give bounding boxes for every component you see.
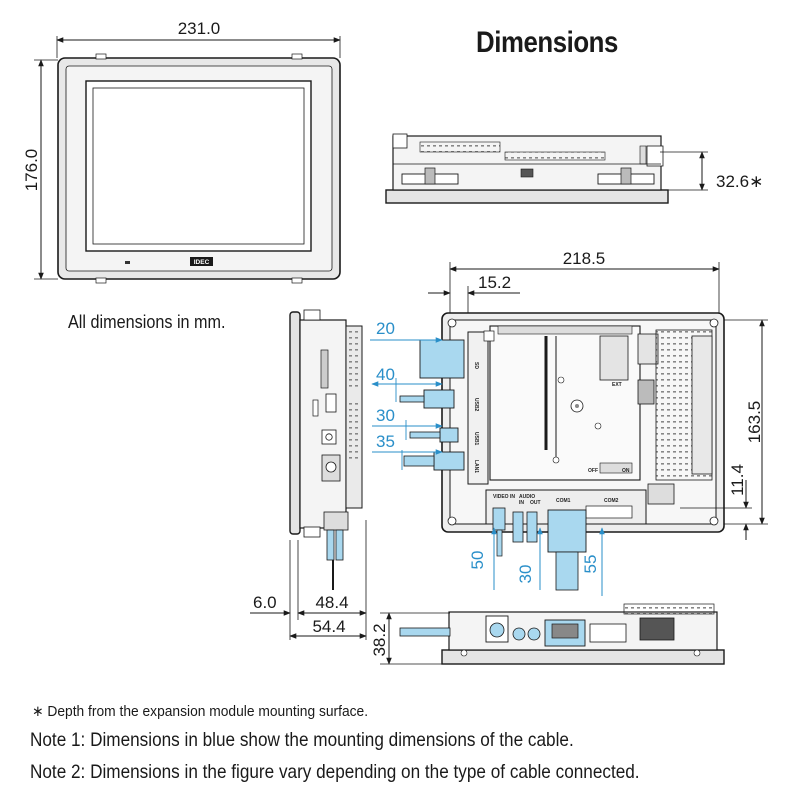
audio-out-plug	[526, 511, 538, 543]
footnotes: ∗ Depth from the expansion module mounti…	[30, 702, 723, 784]
sd-card	[419, 339, 465, 379]
usb2-port-label: USB2	[473, 398, 479, 412]
bottom-height-label: 38.2	[370, 623, 389, 656]
idec-logo-text: IDEC	[194, 259, 210, 266]
rear-height-label: 163.5	[745, 401, 764, 444]
video-cable-dimension: 50	[468, 551, 487, 570]
side-cable-plug	[326, 529, 335, 561]
rear-width-label: 218.5	[563, 249, 606, 268]
side-view: 6.0 48.4 54.4	[250, 309, 367, 640]
usb2-cable-dimension: 40	[376, 365, 395, 384]
com1-cable-dimension: 55	[581, 555, 600, 574]
lan-cable-dimension: 35	[376, 432, 395, 451]
page-title: Dimensions	[476, 26, 618, 59]
front-width-label: 231.0	[178, 19, 221, 38]
unit-note: All dimensions in mm.	[68, 312, 226, 332]
audio-cable-dimension: 30	[516, 565, 535, 584]
audio-label: AUDIO	[519, 494, 535, 500]
rear-offset-label: 15.2	[478, 273, 511, 292]
com1-port-label: COM1	[556, 498, 571, 504]
lan-plug	[433, 451, 465, 471]
com1-plug	[547, 509, 587, 553]
audio-out-label: OUT	[530, 500, 541, 506]
bottom-view: 38.2	[370, 603, 725, 665]
rear-left-port-panel	[467, 331, 489, 485]
bottom-lan-plug	[399, 627, 451, 637]
note-1: Note 1: Dimensions in blue show the moun…	[30, 729, 574, 751]
side-total-label: 54.4	[312, 617, 345, 636]
side-bezel	[289, 311, 301, 535]
top-depth-label: 32.6∗	[716, 172, 763, 191]
front-led	[125, 261, 130, 264]
switch-on-label: ON	[622, 468, 630, 474]
note-2: Note 2: Dimensions in the figure vary de…	[30, 761, 640, 783]
side-body-label: 48.4	[315, 593, 348, 612]
sd-port-label: SD	[473, 362, 479, 369]
sd-cable-dimension: 20	[376, 319, 395, 338]
top-view: 32.6∗	[385, 133, 763, 204]
com2-port-label: COM2	[604, 498, 619, 504]
video-in-label: VIDEO IN	[493, 494, 515, 500]
side-bezel-label: 6.0	[253, 593, 277, 612]
video-plug	[492, 507, 506, 531]
audio-in-plug	[512, 511, 524, 543]
rear-bottom-label: 11.4	[728, 464, 747, 496]
usb1-cable-dimension: 30	[376, 406, 395, 425]
audio-in-label: IN	[519, 500, 524, 506]
lan-port-label: LAN1	[473, 460, 479, 473]
usb1-plug	[439, 427, 459, 443]
switch-off-label: OFF	[588, 468, 598, 474]
idec-logo	[190, 257, 213, 266]
depth-footnote: ∗ Depth from the expansion module mounti…	[32, 703, 369, 720]
bottom-view-bezel	[441, 649, 725, 665]
rear-view: 218.5 15.2 EXT OFF ON	[370, 249, 768, 596]
usb2-plug	[423, 389, 455, 409]
front-screen	[85, 80, 312, 252]
front-view: 231.0 176.0 IDEC	[22, 19, 341, 284]
top-view-bezel	[385, 189, 669, 204]
ext-port-label: EXT	[612, 382, 622, 388]
usb1-port-label: USB1	[473, 432, 479, 446]
front-height-label: 176.0	[22, 149, 41, 192]
